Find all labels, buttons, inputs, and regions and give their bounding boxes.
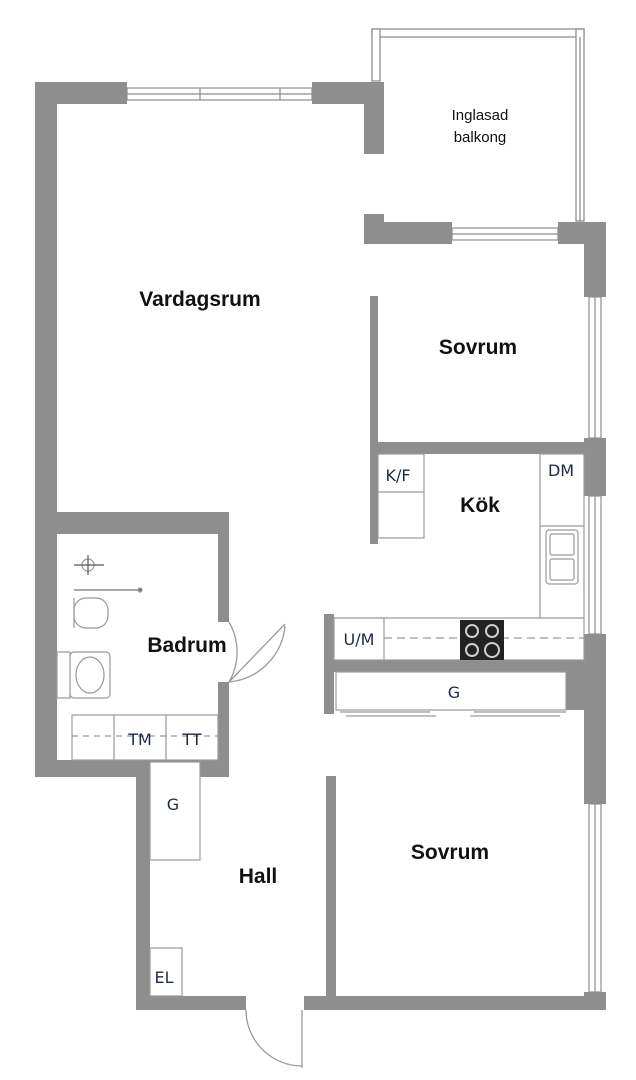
windows [126, 87, 602, 993]
bathroom-label: Badrum [147, 634, 226, 657]
electric-panel-unit [149, 947, 183, 997]
bath-counter [71, 714, 219, 761]
fridge-freezer-unit [377, 453, 425, 539]
balcony-label-line2: balkong [454, 129, 507, 146]
door-bathroom-arc [228, 625, 286, 683]
wall-bath-top [57, 512, 229, 534]
wall-left-outer [35, 82, 57, 777]
balcony-rail-left [371, 28, 381, 82]
wall-right-mid3 [584, 714, 606, 804]
wall-top-mid [312, 82, 374, 104]
wall-hall-sovrum [326, 776, 336, 998]
wall-bath-right-lower [218, 682, 229, 777]
wall-kitchen-bottom [324, 660, 586, 672]
fixtures [56, 453, 585, 997]
wall-bottom-right [304, 996, 606, 1010]
oven-microwave-label: U/M [344, 630, 375, 649]
wall-hall-left [136, 760, 150, 1010]
wardrobe-kitchen-label: G [448, 683, 460, 702]
fridge-freezer-label: K/F [385, 466, 410, 485]
wall-kitchen-left [370, 452, 378, 544]
wall-right-mid2 [584, 634, 606, 714]
wardrobe-kitchen-unit [335, 671, 567, 711]
doors [228, 621, 566, 1068]
wardrobe-hall-label: G [167, 795, 179, 814]
wall-sovrum-kitchen [370, 442, 606, 454]
door-bathroom-leaf [228, 623, 286, 683]
wall-bath-right-upper [218, 512, 229, 622]
wall-sovrum-top [364, 222, 452, 244]
bedroom-top-label: Sovrum [439, 336, 517, 359]
dishwasher-label: DM [548, 461, 574, 480]
walls [35, 82, 606, 1010]
oven-microwave-unit [333, 617, 385, 661]
wall-balcony-stub-top [364, 82, 384, 154]
living-room-label: Vardagsrum [139, 288, 260, 311]
toilet [73, 597, 109, 629]
balcony-label-line1: Inglasad [452, 107, 509, 124]
wall-top-left [35, 82, 127, 104]
hob [460, 620, 504, 660]
electric-panel-label: EL [154, 968, 173, 987]
balcony-glazing [371, 28, 585, 222]
kitchen-label: Kök [460, 494, 500, 517]
dryer-label: TT [181, 730, 201, 749]
wall-wardrobe-right [566, 668, 584, 710]
washer-label: TM [127, 730, 152, 749]
wall-bottom-left [136, 996, 246, 1010]
door-entrance-swing [245, 1009, 303, 1067]
hall-label: Hall [239, 865, 278, 888]
bedroom-bottom-label: Sovrum [411, 841, 489, 864]
door-bathroom-swing [228, 621, 238, 683]
wall-sovrum-left [370, 296, 378, 452]
wardrobe-hall-unit [149, 761, 201, 861]
balcony-rail-top [371, 28, 585, 38]
wall-right-upper [584, 222, 606, 297]
